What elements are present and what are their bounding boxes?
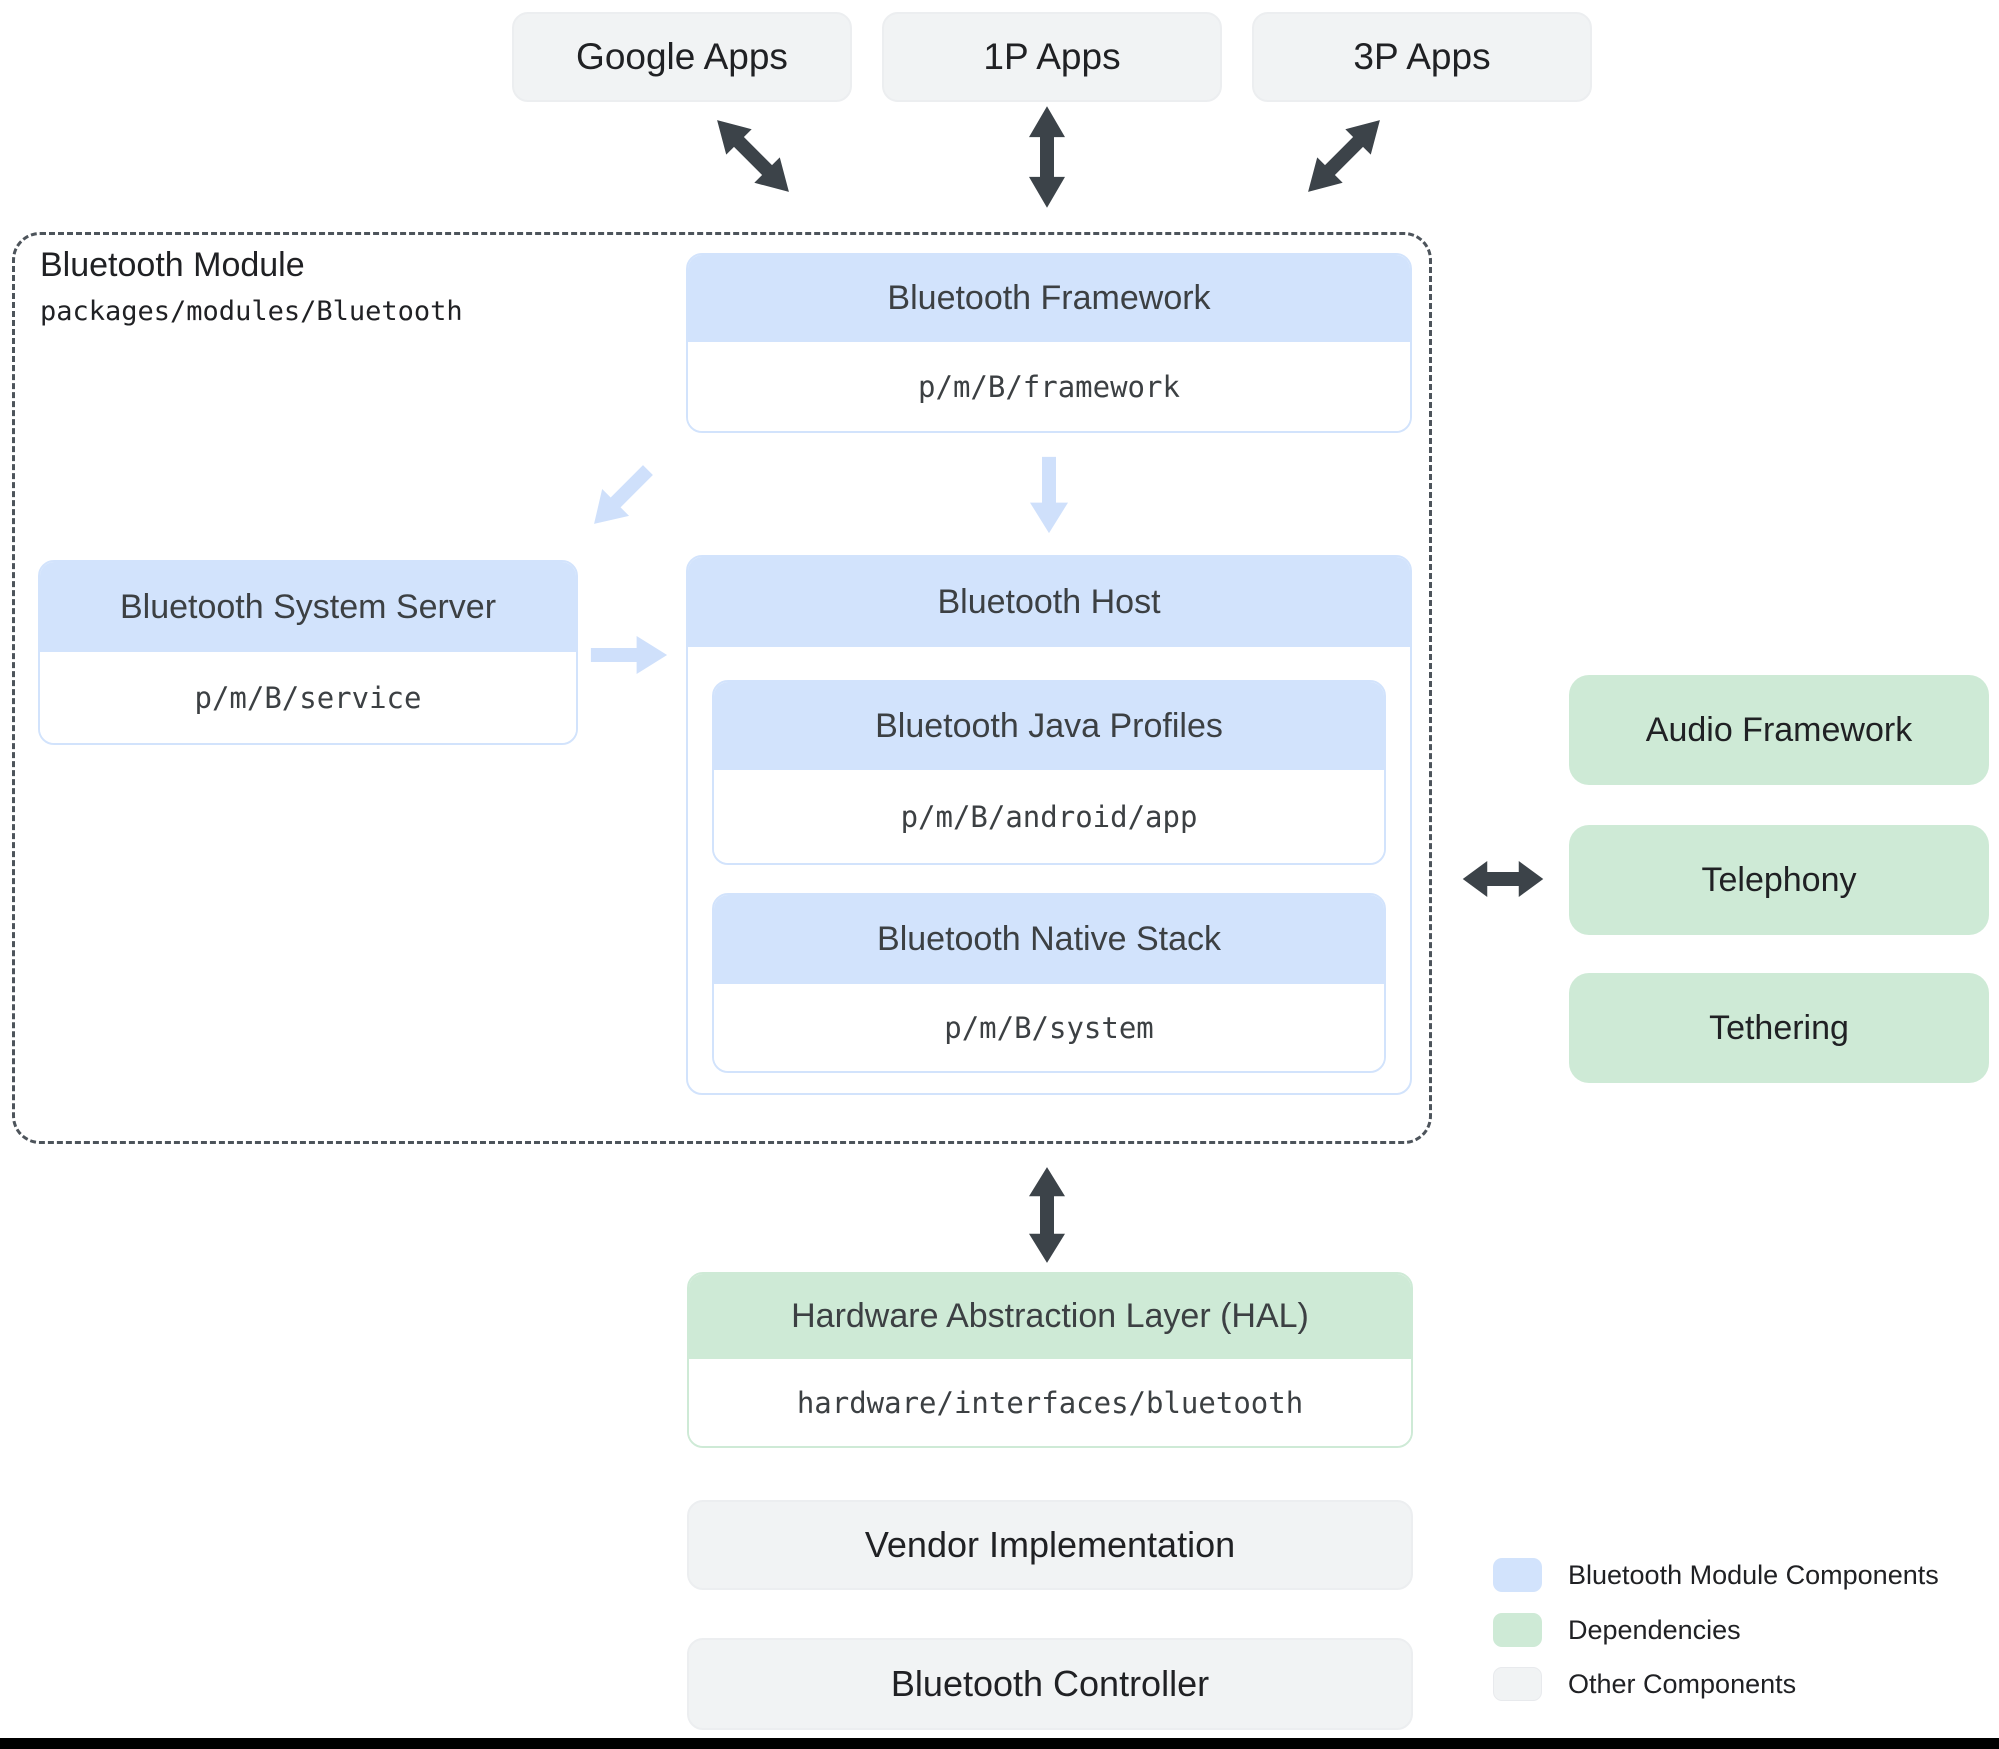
bluetooth-native-stack-box: Bluetooth Native Stack p/m/B/system <box>712 893 1386 1073</box>
telephony-box: Telephony <box>1569 825 1989 935</box>
first-party-apps-bidirectional-arrow-icon <box>1025 104 1069 210</box>
legend-row-other-components: Other Components <box>1493 1667 1796 1701</box>
system-server-to-host-arrow-icon <box>589 633 669 677</box>
google-apps-label: Google Apps <box>576 36 788 77</box>
bluetooth-controller-label: Bluetooth Controller <box>890 1663 1210 1704</box>
legend-label-module-components: Bluetooth Module Components <box>1568 1559 1939 1590</box>
third-party-apps-box: 3P Apps <box>1252 12 1592 102</box>
bottom-edge-bar <box>0 1738 1999 1749</box>
vendor-implementation-box: Vendor Implementation <box>687 1500 1413 1590</box>
legend-swatch-module-components <box>1493 1558 1542 1592</box>
tethering-box: Tethering <box>1569 973 1989 1083</box>
bluetooth-system-server-title: Bluetooth System Server <box>40 562 576 652</box>
bluetooth-native-stack-title: Bluetooth Native Stack <box>714 895 1384 984</box>
google-apps-bidirectional-arrow-icon <box>700 103 806 209</box>
first-party-apps-box: 1P Apps <box>882 12 1222 102</box>
telephony-label: Telephony <box>1701 860 1857 899</box>
module-to-dependencies-bidirectional-arrow-icon <box>1461 857 1545 901</box>
bluetooth-host-title: Bluetooth Host <box>688 557 1410 647</box>
module-to-hal-bidirectional-arrow-icon <box>1025 1165 1069 1265</box>
vendor-implementation-label: Vendor Implementation <box>864 1524 1236 1565</box>
bluetooth-system-server-box: Bluetooth System Server p/m/B/service <box>38 560 578 745</box>
audio-framework-box: Audio Framework <box>1569 675 1989 785</box>
google-apps-box: Google Apps <box>512 12 852 102</box>
hal-path: hardware/interfaces/bluetooth <box>689 1359 1411 1446</box>
bluetooth-module-path: packages/modules/Bluetooth <box>40 296 463 327</box>
bluetooth-java-profiles-title: Bluetooth Java Profiles <box>714 682 1384 770</box>
bluetooth-framework-box: Bluetooth Framework p/m/B/framework <box>686 253 1412 433</box>
legend-swatch-other-components <box>1493 1667 1542 1701</box>
bluetooth-system-server-path: p/m/B/service <box>40 652 576 743</box>
first-party-apps-label: 1P Apps <box>983 36 1121 77</box>
legend-label-other-components: Other Components <box>1568 1668 1797 1699</box>
bluetooth-java-profiles-box: Bluetooth Java Profiles p/m/B/android/ap… <box>712 680 1386 865</box>
bluetooth-module-container <box>12 232 1432 1144</box>
third-party-apps-label: 3P Apps <box>1353 36 1491 77</box>
third-party-apps-bidirectional-arrow-icon <box>1291 103 1397 209</box>
hal-title: Hardware Abstraction Layer (HAL) <box>689 1274 1411 1359</box>
framework-to-system-server-arrow-icon <box>577 453 665 541</box>
legend-swatch-dependencies <box>1493 1613 1542 1647</box>
bluetooth-framework-path: p/m/B/framework <box>688 342 1410 431</box>
bluetooth-native-stack-path: p/m/B/system <box>714 984 1384 1071</box>
hal-box: Hardware Abstraction Layer (HAL) hardwar… <box>687 1272 1413 1448</box>
legend-label-dependencies: Dependencies <box>1568 1614 1741 1645</box>
bluetooth-module-title: Bluetooth Module <box>40 246 305 284</box>
legend-row-module-components: Bluetooth Module Components <box>1493 1558 1939 1592</box>
framework-to-host-arrow-icon <box>1027 455 1071 535</box>
bluetooth-framework-title: Bluetooth Framework <box>688 255 1410 342</box>
audio-framework-label: Audio Framework <box>1645 710 1913 749</box>
bluetooth-java-profiles-path: p/m/B/android/app <box>714 770 1384 863</box>
tethering-label: Tethering <box>1709 1008 1849 1047</box>
legend-row-dependencies: Dependencies <box>1493 1613 1741 1647</box>
bluetooth-controller-box: Bluetooth Controller <box>687 1638 1413 1730</box>
